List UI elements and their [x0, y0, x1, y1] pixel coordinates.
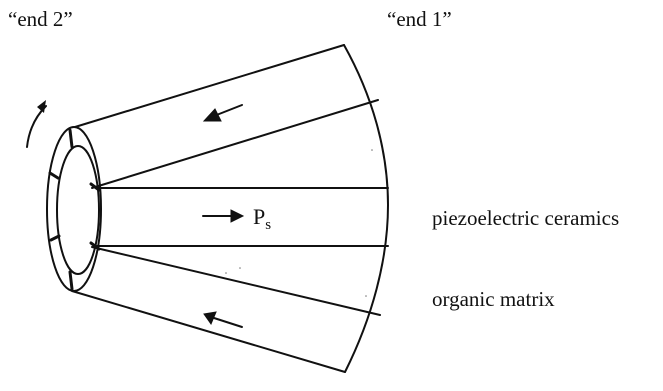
- ps-label-main: P: [253, 204, 265, 229]
- ring-divider: [49, 234, 61, 242]
- ps-label: Ps: [253, 204, 271, 233]
- ring-divider: [89, 241, 101, 251]
- piezoelectric-ceramics-label: piezoelectric ceramics: [432, 206, 619, 230]
- end2-outer-ring: [46, 126, 102, 292]
- cone-bottom-edge: [71, 290, 346, 373]
- end2-inner-ring: [56, 145, 100, 275]
- strip-boundary-1: [91, 99, 379, 189]
- ring-divider: [89, 182, 101, 192]
- strip-boundary-4: [91, 246, 381, 316]
- ps-label-subscript: s: [265, 217, 271, 233]
- speckle: [225, 272, 227, 274]
- cone-top-edge: [74, 44, 345, 128]
- rotation-arrow-head: [37, 100, 46, 113]
- arrowhead: [203, 311, 217, 326]
- organic-matrix-label: organic matrix: [432, 287, 555, 311]
- end-1-label: “end 1”: [387, 7, 452, 31]
- arrowhead: [230, 209, 245, 223]
- ring-divider: [48, 171, 60, 180]
- end1-arc: [343, 44, 389, 373]
- speckle: [365, 295, 367, 297]
- end-2-label: “end 2”: [8, 7, 73, 31]
- arrowhead: [202, 108, 222, 122]
- speckle: [371, 149, 373, 151]
- ring-divider: [68, 270, 74, 291]
- speckle: [239, 267, 241, 269]
- polarization-arrow-top: [213, 104, 243, 117]
- polarization-arrow-bottom: [213, 317, 243, 328]
- ring-divider: [68, 128, 74, 149]
